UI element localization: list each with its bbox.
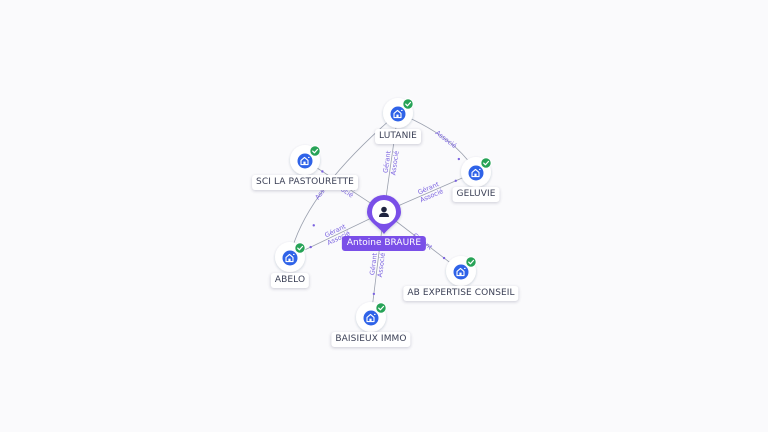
- edge-label: GérantAssocié: [368, 251, 387, 277]
- edge-role: Associé: [389, 150, 400, 175]
- company-node-sci[interactable]: [290, 145, 321, 175]
- building-icon: [297, 153, 313, 169]
- company-node-baisieux[interactable]: [356, 302, 387, 332]
- edge-label: GérantAssocié: [381, 149, 400, 176]
- company-label-sci[interactable]: SCI LA PASTOURETTE: [252, 175, 358, 190]
- building-icon: [468, 165, 484, 181]
- check-icon: [480, 157, 492, 169]
- edge-role: Associé: [376, 252, 387, 277]
- check-icon: [294, 242, 306, 254]
- check-icon: [402, 98, 414, 110]
- edge-arrow-dot: [312, 224, 315, 227]
- edge-role: Gérant: [368, 252, 379, 276]
- company-node-abelo[interactable]: [275, 242, 306, 272]
- edge-role: Gérant: [382, 150, 393, 174]
- edge-arrow-dot: [454, 179, 457, 182]
- company-label-geluvie[interactable]: GELUVIE: [452, 187, 500, 202]
- building-icon: [453, 264, 469, 280]
- company-label-abexpertise[interactable]: AB EXPERTISE CONSEIL: [403, 286, 519, 301]
- edge-arrow-dot: [442, 256, 446, 260]
- edge-role: Associé: [434, 129, 458, 150]
- check-icon: [465, 256, 477, 268]
- person-node[interactable]: [367, 195, 401, 234]
- edge-arrow-dot: [372, 292, 376, 296]
- company-node-abexpertise[interactable]: [446, 256, 477, 286]
- company-node-lutanie[interactable]: [383, 98, 414, 128]
- check-icon: [375, 302, 387, 314]
- edge-arrow-dot: [457, 157, 461, 161]
- edge-arrow-dot: [309, 245, 312, 249]
- building-icon: [282, 250, 298, 266]
- company-node-geluvie[interactable]: [461, 157, 492, 187]
- company-label-abelo[interactable]: ABELO: [270, 273, 310, 288]
- building-icon: [363, 310, 379, 326]
- company-label-lutanie[interactable]: LUTANIE: [375, 129, 421, 144]
- edge-line: [289, 211, 385, 258]
- company-label-baisieux[interactable]: BAISIEUX IMMO: [331, 332, 411, 347]
- building-icon: [390, 106, 406, 122]
- edge-label: GérantAssocié: [416, 180, 445, 204]
- nodes-layer: [275, 98, 492, 332]
- check-icon: [309, 145, 321, 157]
- person-icon: [379, 206, 389, 217]
- edge-arrow-dot: [321, 170, 324, 173]
- edge-label: Associé: [434, 129, 458, 150]
- person-label[interactable]: Antoine BRAURE: [341, 236, 427, 251]
